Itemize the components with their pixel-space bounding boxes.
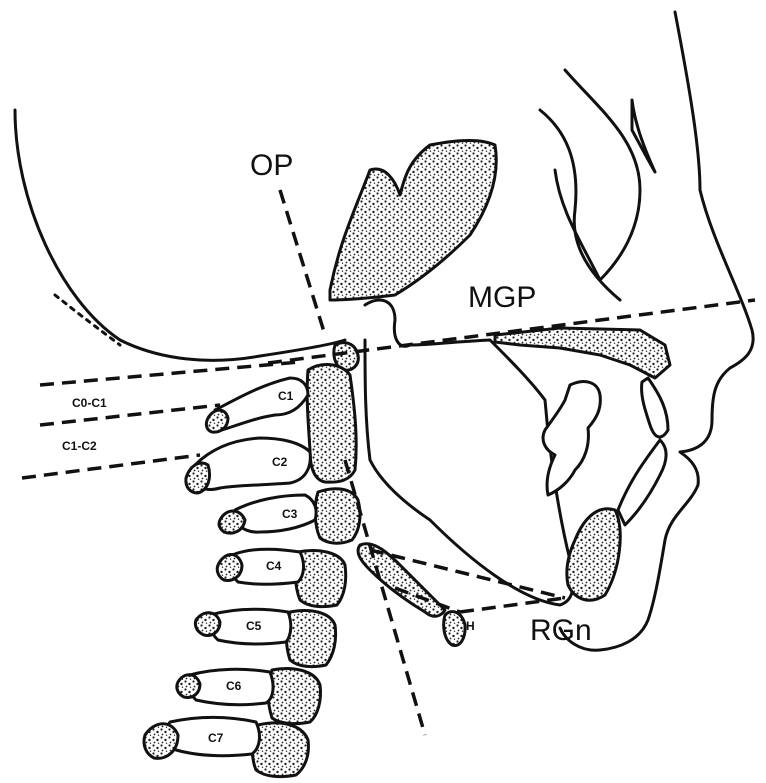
c2-arch (193, 438, 310, 490)
vertebra-c5-body (286, 611, 335, 667)
op-label: OP (250, 149, 293, 182)
c2-label: C2 (272, 455, 288, 469)
h-label: H (466, 619, 475, 633)
c5-label: C5 (246, 619, 262, 633)
vertebra-c1-c2-body (307, 365, 356, 483)
c3-label: C3 (282, 507, 298, 521)
c2-arch-tip (186, 463, 210, 493)
rgn-line-lower (460, 598, 565, 612)
c7-arch-tip (144, 724, 178, 759)
upper-incisor (642, 378, 668, 437)
c1-label: C1 (278, 389, 294, 403)
c4-label: C4 (266, 559, 282, 573)
nasal-curve (555, 70, 640, 280)
op-line (280, 190, 325, 335)
c3-arch (235, 495, 316, 532)
hyoid-bone (444, 612, 465, 646)
c6-arch-tip (177, 675, 200, 698)
vertebra-c6-body (268, 669, 320, 724)
mgp-label: MGP (468, 281, 536, 314)
c4-arch-tip (217, 554, 242, 580)
occipital-dashes (55, 295, 120, 345)
vertebra-c7-body (252, 723, 308, 777)
rgn-label: RGn (530, 614, 592, 647)
c5-arch-tip (195, 613, 220, 636)
vertebra-c3-body (315, 489, 360, 543)
c1-c2-label: C1-C2 (62, 439, 97, 453)
sphenoid-bone (330, 140, 496, 300)
c7-label: C7 (208, 731, 224, 745)
lower-incisor (618, 440, 666, 525)
c0-c1-lower-line (40, 405, 220, 425)
c0-c1-label: C0-C1 (72, 396, 107, 410)
c6-label: C6 (226, 679, 242, 693)
symphysis (567, 509, 620, 600)
c0-c1-line (40, 362, 300, 385)
molar-tooth (543, 382, 600, 495)
c1-arch-tip (206, 410, 228, 432)
c3-arch-tip (219, 511, 245, 533)
c1-c2-line (22, 455, 200, 478)
